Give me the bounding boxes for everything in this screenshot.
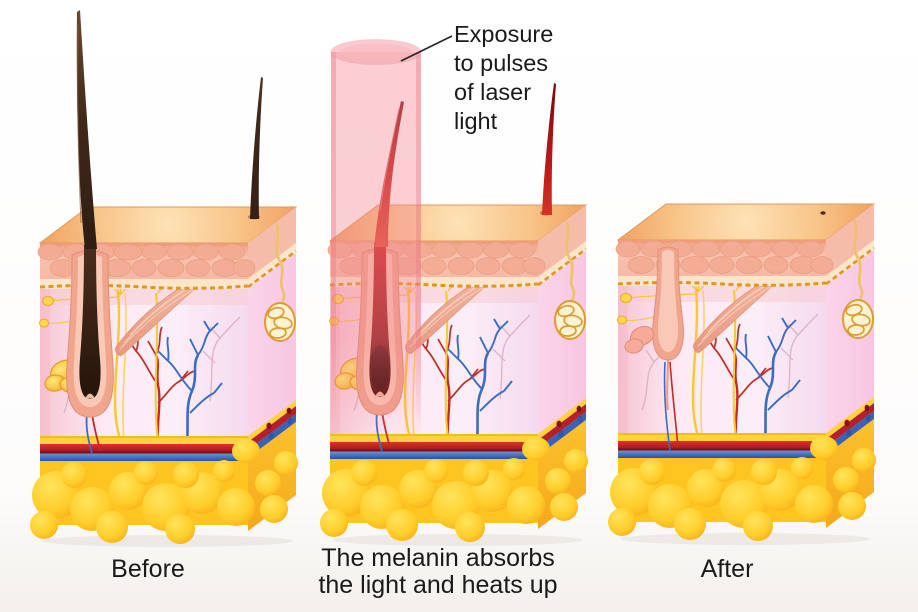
caption-before: Before bbox=[111, 555, 185, 583]
skin-block-before bbox=[28, 10, 300, 546]
hair-follicle-empty bbox=[652, 246, 684, 361]
hair-shaft bbox=[76, 10, 97, 249]
caption-after: After bbox=[700, 555, 754, 583]
empty-pore-dot bbox=[820, 211, 826, 215]
laser-beam bbox=[330, 39, 422, 442]
hair-follicle bbox=[66, 245, 114, 418]
skin-block-after bbox=[606, 202, 878, 543]
caption-during: The melanin absorbs the light and heats … bbox=[318, 544, 558, 599]
annotation-pointer-line bbox=[400, 35, 453, 62]
hair-shaft-secondary-heated bbox=[540, 83, 556, 216]
laser-annotation-text: Exposure to pulses of laser light bbox=[454, 21, 554, 134]
sebaceous-gland-regressed bbox=[624, 325, 655, 354]
hair-shaft-secondary bbox=[248, 77, 263, 220]
